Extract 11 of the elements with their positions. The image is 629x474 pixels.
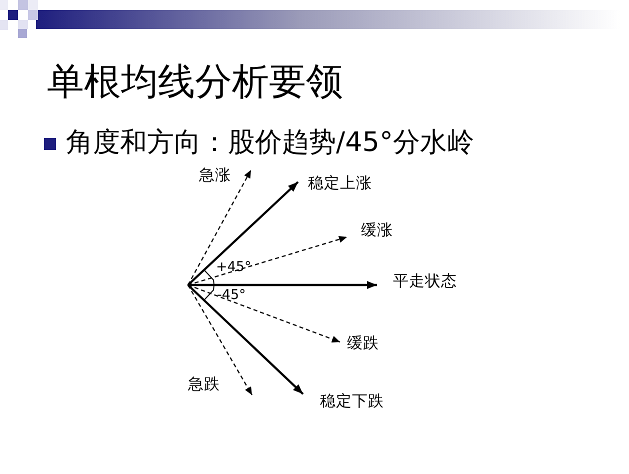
angle-label: -45° — [217, 288, 246, 303]
slide-title: 单根均线分析要领 — [47, 62, 343, 103]
direction-label: 平走状态 — [393, 273, 457, 290]
direction-label: 急涨 — [199, 167, 231, 184]
angle-label: +45° — [216, 260, 252, 275]
direction-label: 缓涨 — [361, 222, 393, 240]
direction-label: 稳定上涨 — [308, 175, 372, 192]
direction-label: 急跌 — [188, 376, 220, 394]
direction-label: 稳定下跌 — [320, 393, 384, 410]
direction-label: 缓跌 — [347, 335, 379, 352]
bullet-text: 角度和方向：股价趋势/45°分水岭 — [66, 128, 474, 158]
